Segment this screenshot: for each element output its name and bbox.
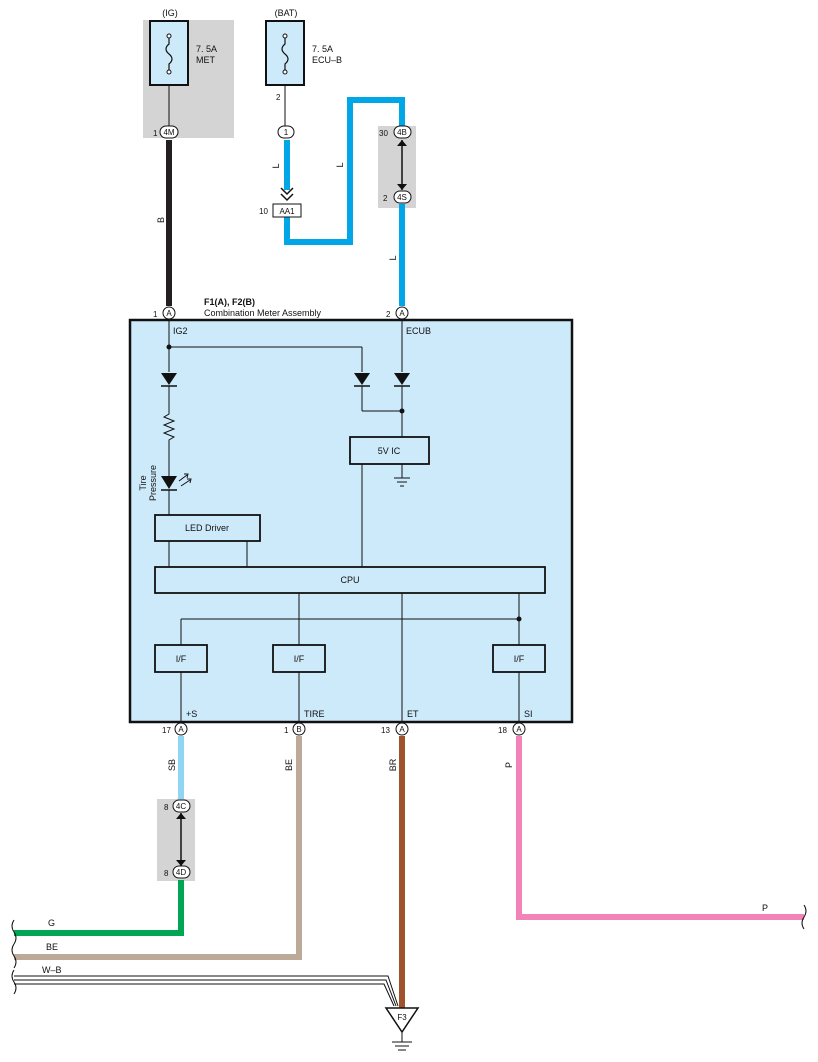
bottom-pin-2-num: 1 xyxy=(284,726,289,735)
c4s-id: 4S xyxy=(397,193,407,202)
svg-text:5V IC: 5V IC xyxy=(378,446,401,456)
bottom-pin-1-num: 17 xyxy=(162,726,171,735)
bat-source-label: (BAT) xyxy=(275,8,298,18)
meter-internal-wiring xyxy=(162,320,520,722)
c1-id: 1 xyxy=(284,128,289,137)
top-pin-1-num: 1 xyxy=(153,310,158,319)
wire-label-l-mid: L xyxy=(335,162,345,167)
cpu-block xyxy=(154,566,546,594)
svg-text:B: B xyxy=(296,725,301,734)
svg-text:CPU: CPU xyxy=(340,575,359,585)
c4d-id: 4D xyxy=(176,868,186,877)
pin-name-et: ET xyxy=(407,709,419,719)
c4d-connector xyxy=(172,865,191,879)
if-block-2 xyxy=(272,644,326,673)
led-label-tire: Tire xyxy=(138,475,148,490)
bottom-pin-4-conn xyxy=(512,722,526,736)
c1-connector xyxy=(277,125,295,139)
ig-source-label: (IG) xyxy=(162,8,178,18)
wire-label-wb: W–B xyxy=(42,965,62,975)
c4c-connector xyxy=(172,799,191,813)
bat-fuse-name: ECU–B xyxy=(312,55,342,65)
ig-fuse-name: MET xyxy=(196,55,216,65)
pin-name-plus-s: +S xyxy=(186,709,197,719)
c4d-pin: 8 xyxy=(164,869,169,878)
c4c-id: 4C xyxy=(176,802,186,811)
ig-fuse-rating: 7. 5A xyxy=(196,44,217,54)
aa1-chevrons xyxy=(280,187,294,202)
c4m-id: 4M xyxy=(163,128,174,137)
wire-p xyxy=(516,736,804,920)
meter-title: F1(A), F2(B) xyxy=(204,297,255,307)
svg-text:LED Driver: LED Driver xyxy=(185,523,229,533)
bat-fuse-box xyxy=(265,20,305,86)
bat-fuse-icon xyxy=(281,36,289,72)
bottom-pin-1-conn xyxy=(174,722,188,736)
svg-text:A: A xyxy=(399,725,405,734)
tire-pressure-led-icon xyxy=(161,473,192,491)
bat-lead-pin: 2 xyxy=(276,93,281,102)
c4m-pin: 1 xyxy=(153,129,158,138)
wire-wb xyxy=(14,975,399,1007)
aa1-connector xyxy=(272,203,302,218)
svg-text:A: A xyxy=(516,725,522,734)
wire-g xyxy=(14,880,184,936)
c4c-pin: 8 xyxy=(164,803,169,812)
svg-text:A: A xyxy=(178,725,184,734)
bottom-pin-4-num: 18 xyxy=(498,726,507,735)
svg-text:I/F: I/F xyxy=(176,654,187,664)
ground-f3-triangle xyxy=(384,1007,420,1034)
pin-name-tire: TIRE xyxy=(304,709,325,719)
c4b-pin: 30 xyxy=(379,129,388,138)
meter-subtitle: Combination Meter Assembly xyxy=(204,308,322,318)
wire-l-loop xyxy=(284,97,405,245)
aa1-id: AA1 xyxy=(279,207,295,216)
wire-label-l-right: L xyxy=(388,255,398,260)
wire-label-br: BR xyxy=(388,758,398,771)
pin-name-ecub: ECUB xyxy=(406,326,431,336)
wire-break-marks-left xyxy=(11,919,17,995)
wire-label-sb: SB xyxy=(167,759,177,771)
bottom-pin-2-conn xyxy=(292,722,306,736)
c4s-connector xyxy=(393,190,412,204)
wire-break-mark-right xyxy=(801,904,807,930)
c4s-pin: 2 xyxy=(383,194,388,203)
pin-name-si: SI xyxy=(524,709,533,719)
wire-label-be-horiz: BE xyxy=(46,942,58,952)
wire-label-g: G xyxy=(48,918,55,928)
pin-name-ig2: IG2 xyxy=(173,326,188,336)
svg-text:I/F: I/F xyxy=(514,654,525,664)
wire-label-p-vert: P xyxy=(504,762,514,768)
led-label-pressure: Pressure xyxy=(148,465,158,501)
c4m-connector xyxy=(159,125,179,139)
wire-be xyxy=(14,736,302,960)
if-block-3 xyxy=(492,644,546,673)
c4b-connector xyxy=(393,125,412,139)
5v-ic-block xyxy=(349,436,430,465)
ig-fuse-icon xyxy=(165,36,173,72)
bat-fuse-rating: 7. 5A xyxy=(312,44,333,54)
ig-fuse-box xyxy=(149,20,189,86)
aa1-pin: 10 xyxy=(259,207,268,216)
wire-label-l-left: L xyxy=(271,163,281,168)
diode-icons xyxy=(161,373,410,387)
bottom-pin-3-num: 13 xyxy=(381,726,390,735)
ground-icon xyxy=(392,1032,412,1051)
ground-f3-id: F3 xyxy=(397,1013,407,1022)
led-driver-block xyxy=(154,514,261,542)
c4b-id: 4B xyxy=(397,128,407,137)
wire-label-p-horiz: P xyxy=(762,903,768,913)
wire-label-b: B xyxy=(156,217,166,223)
if-block-1 xyxy=(154,644,208,673)
top-pin-2-num: 2 xyxy=(386,310,391,319)
svg-text:A: A xyxy=(166,309,172,318)
svg-text:A: A xyxy=(399,309,405,318)
wire-label-be-vert: BE xyxy=(284,759,294,771)
bottom-pin-3-conn xyxy=(395,722,409,736)
svg-text:I/F: I/F xyxy=(294,654,305,664)
